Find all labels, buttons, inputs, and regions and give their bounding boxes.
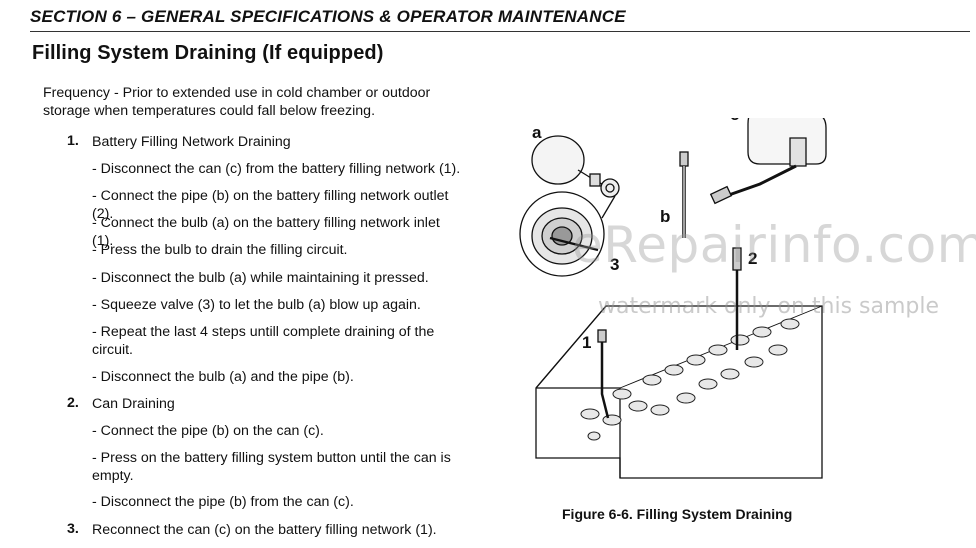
step-title: Reconnect the can (c) on the battery fil… bbox=[92, 522, 437, 538]
step-title: Battery Filling Network Draining bbox=[92, 134, 291, 150]
list-item: - Repeat the last 4 steps untill complet… bbox=[92, 324, 435, 358]
label-3: 3 bbox=[610, 255, 619, 274]
list-item: - Disconnect the bulb (a) while maintain… bbox=[92, 270, 429, 286]
watermark-logo: eRepairinfo.com bbox=[572, 216, 976, 274]
battery bbox=[535, 305, 823, 479]
label-a: a bbox=[532, 123, 542, 142]
section-title: SECTION 6 – GENERAL SPECIFICATIONS & OPE… bbox=[30, 7, 626, 26]
frequency-text: Frequency - Prior to extended use in col… bbox=[43, 85, 431, 119]
watermark-note: watermark only on this sample bbox=[598, 294, 940, 319]
label-c: c bbox=[730, 118, 739, 124]
list-item: - Press on the battery filling system bu… bbox=[92, 450, 451, 484]
list-item: - Squeeze valve (3) to let the bulb (a) … bbox=[92, 297, 421, 313]
can-c bbox=[747, 118, 827, 165]
step-title: Can Draining bbox=[92, 396, 175, 412]
section-header: SECTION 6 – GENERAL SPECIFICATIONS & OPE… bbox=[30, 5, 970, 32]
step-number: 3. bbox=[67, 521, 79, 537]
list-item: - Connect the pipe (b) on the battery fi… bbox=[92, 188, 449, 222]
label-1: 1 bbox=[582, 333, 591, 352]
list-item: - Connect the pipe (b) on the can (c). bbox=[92, 423, 324, 439]
step-number: 1. bbox=[67, 133, 79, 149]
list-item: - Press the bulb to drain the filling ci… bbox=[92, 242, 348, 258]
list-item: - Disconnect the bulb (a) and the pipe (… bbox=[92, 369, 354, 385]
label-2: 2 bbox=[748, 249, 757, 268]
figure-caption: Figure 6-6. Filling System Draining bbox=[562, 506, 793, 522]
label-b: b bbox=[660, 207, 670, 226]
list-item: - Disconnect the can (c) from the batter… bbox=[92, 161, 461, 177]
page-title: Filling System Draining (If equipped) bbox=[32, 42, 384, 64]
step-number: 2. bbox=[67, 395, 79, 411]
filling-system-illustration: a c b 2 3 1 bbox=[519, 118, 827, 479]
list-item: - Disconnect the pipe (b) from the can (… bbox=[92, 494, 354, 510]
list-item: - Connect the bulb (a) on the battery fi… bbox=[92, 215, 440, 249]
bulb-a bbox=[531, 135, 585, 185]
